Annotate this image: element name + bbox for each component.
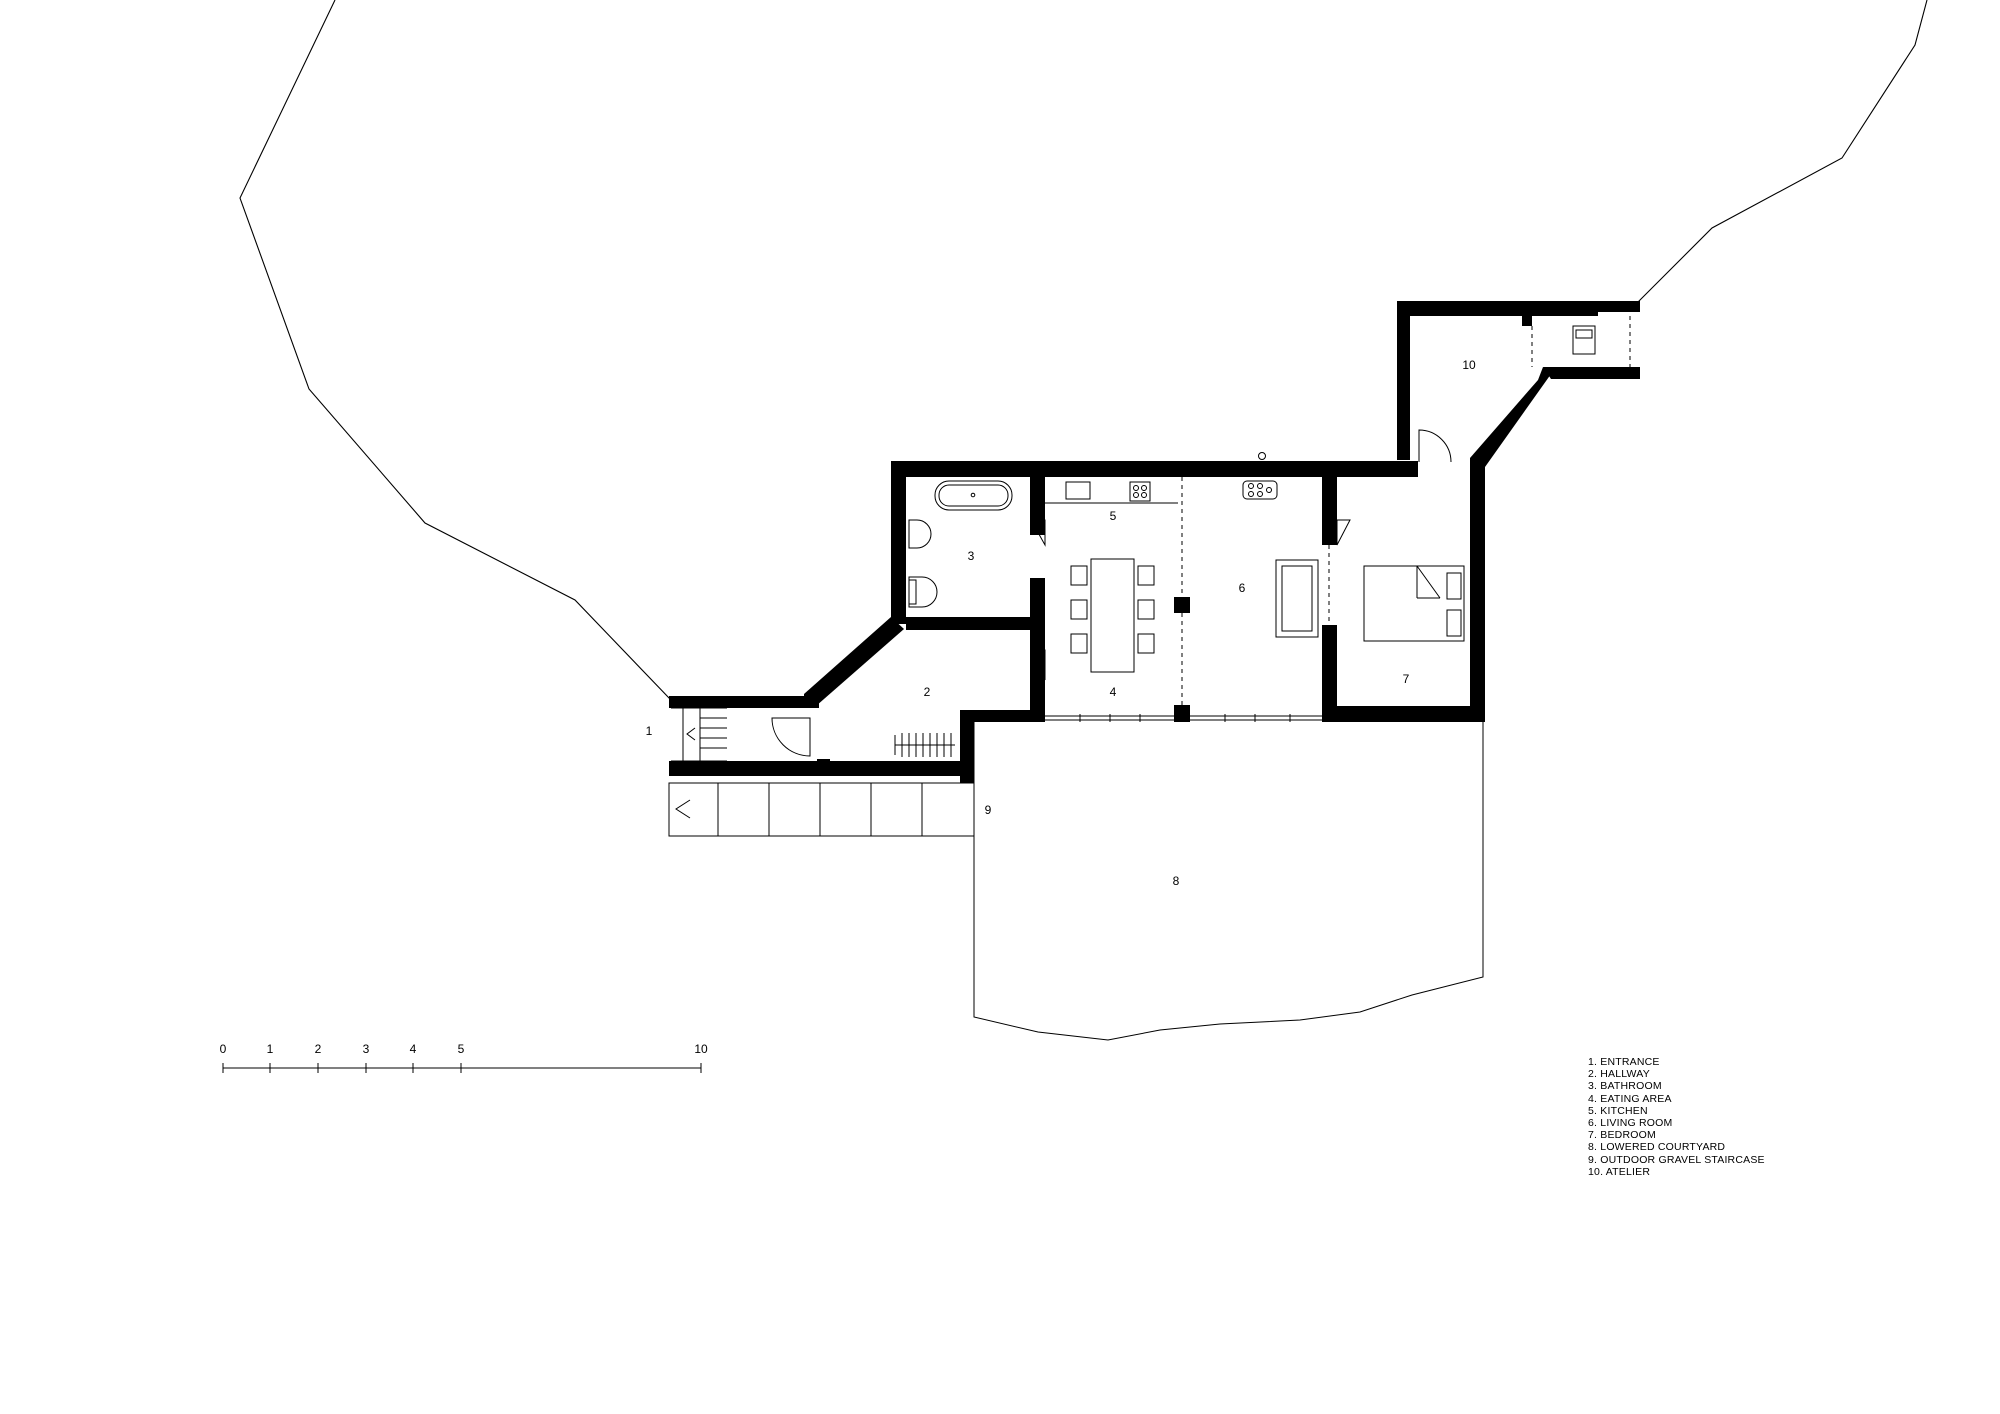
- walls: [669, 301, 1640, 783]
- scale-label-4: 4: [410, 1042, 417, 1056]
- lowered-courtyard: [973, 722, 1484, 1041]
- entrance-stair: [671, 707, 811, 762]
- dining-table: [1070, 558, 1155, 673]
- glazing: [1045, 714, 1322, 722]
- coat-rack: [894, 733, 955, 757]
- room-label-5: 5: [1110, 509, 1117, 523]
- scale-bar: 0 1 2 3 4 5 10: [220, 1042, 708, 1073]
- legend-item: 3. BATHROOM: [1588, 1080, 1662, 1093]
- scale-label-2: 2: [315, 1042, 322, 1056]
- living-furniture: [1242, 452, 1319, 638]
- doors: [1030, 429, 1452, 681]
- legend-item: 5. KITCHEN: [1588, 1104, 1648, 1117]
- room-label-6: 6: [1239, 581, 1246, 595]
- kitchen-counter: [1045, 481, 1178, 504]
- scale-label-10: 10: [694, 1042, 708, 1056]
- outdoor-gravel-staircase: [668, 782, 975, 837]
- room-label-7: 7: [1403, 672, 1410, 686]
- scale-label-5: 5: [458, 1042, 465, 1056]
- legend-item: 7. BEDROOM: [1588, 1129, 1656, 1142]
- scale-label-0: 0: [220, 1042, 227, 1056]
- legend-item: 10. ATELIER: [1588, 1165, 1651, 1178]
- dashed-lines: [1181, 316, 1631, 705]
- bed: [1363, 565, 1465, 642]
- room-label-9: 9: [985, 803, 992, 817]
- legend-item: 8. LOWERED COURTYARD: [1588, 1141, 1726, 1154]
- room-labels: 1 2 3 4 5 6 7 8 9 10: [646, 358, 1476, 888]
- scale-label-3: 3: [363, 1042, 370, 1056]
- room-label-2: 2: [924, 685, 931, 699]
- room-label-4: 4: [1110, 685, 1117, 699]
- room-label-10: 10: [1462, 358, 1476, 372]
- legend-item: 6. LIVING ROOM: [1588, 1117, 1673, 1130]
- bathroom-fixtures: [908, 480, 1013, 608]
- legend: 1. ENTRANCE 2. HALLWAY 3. BATHROOM 4. EA…: [1588, 1056, 1765, 1178]
- room-label-1: 1: [646, 724, 653, 738]
- legend-item: 9. OUTDOOR GRAVEL STAIRCASE: [1588, 1153, 1765, 1166]
- scale-label-1: 1: [267, 1042, 274, 1056]
- atelier-landing: [1572, 325, 1596, 355]
- legend-item: 4. EATING AREA: [1588, 1092, 1672, 1105]
- room-label-8: 8: [1173, 874, 1180, 888]
- legend-item: 1. ENTRANCE: [1588, 1056, 1660, 1068]
- terrain-contour: [239, 0, 1928, 700]
- legend-item: 2. HALLWAY: [1588, 1068, 1650, 1081]
- room-label-3: 3: [968, 549, 975, 563]
